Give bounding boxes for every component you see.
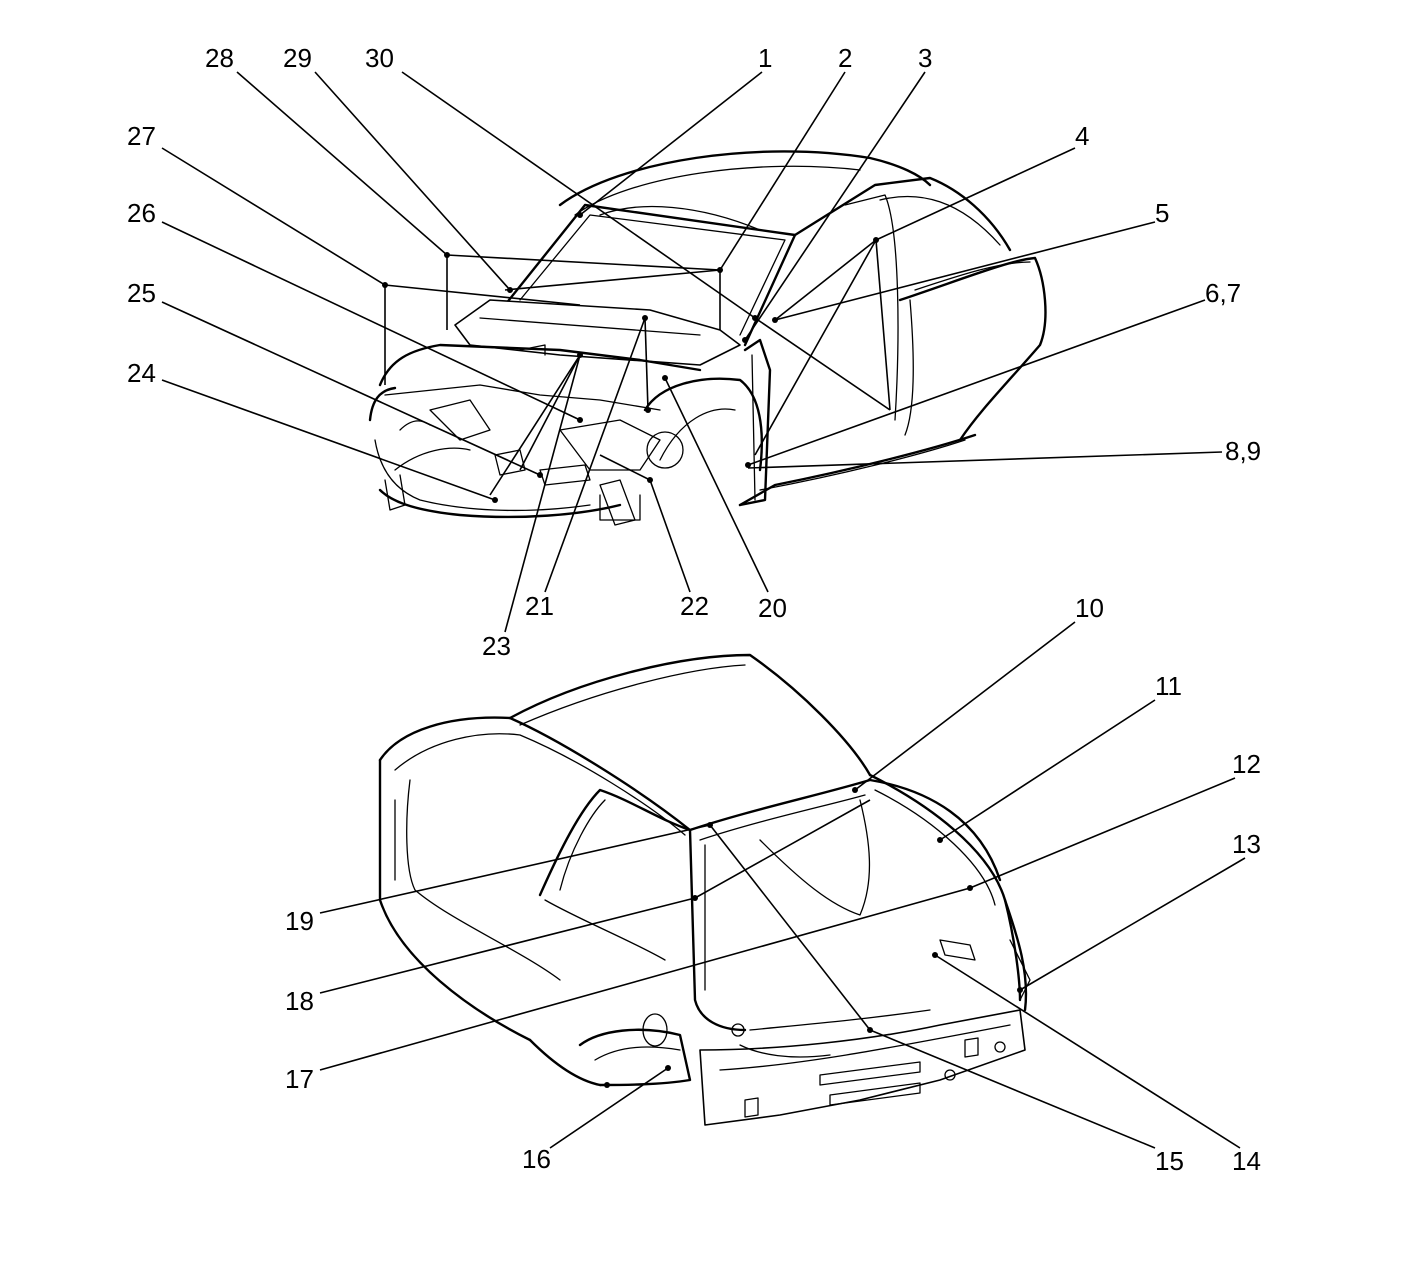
callout-18: 18 (285, 986, 314, 1016)
leader-30 (401, 71, 756, 319)
callout-22: 22 (680, 591, 709, 621)
leader-18 (319, 897, 696, 994)
leader-26 (161, 221, 581, 421)
leader-29 (314, 71, 511, 291)
leader-16 (549, 1067, 669, 1149)
leader-6-7 (747, 299, 1206, 466)
callout-29: 29 (283, 43, 312, 73)
callout-5: 5 (1155, 198, 1169, 228)
leader-25 (161, 301, 541, 476)
leader-14 (934, 954, 1241, 1149)
callout-17: 17 (285, 1064, 314, 1094)
leader-lines (161, 71, 1246, 1149)
leader-15 (869, 1029, 1156, 1149)
leader-22 (649, 479, 691, 593)
leader-24 (161, 379, 496, 501)
leader-28 (236, 71, 448, 256)
callout-26: 26 (127, 198, 156, 228)
leader-1 (579, 71, 763, 216)
callout-1: 1 (758, 43, 772, 73)
front-body-view (368, 150, 1047, 526)
callout-11: 11 (1155, 671, 1182, 701)
callout-4: 4 (1075, 121, 1089, 151)
leader-12 (969, 777, 1236, 889)
callout-24: 24 (127, 358, 156, 388)
callout-19: 19 (285, 906, 314, 936)
callout-23: 23 (482, 631, 511, 661)
leader-20 (664, 377, 769, 593)
callout-14: 14 (1232, 1146, 1261, 1176)
callout-8-9: 8,9 (1225, 436, 1261, 466)
callout-15: 15 (1155, 1146, 1184, 1176)
callout-2: 2 (838, 43, 852, 73)
callout-12: 12 (1232, 749, 1261, 779)
leader-21 (544, 317, 646, 593)
leader-19 (319, 824, 711, 914)
leader-8-9 (747, 451, 1223, 469)
leader-2 (719, 71, 846, 271)
leader-27 (161, 147, 386, 286)
leader-1-dot (577, 212, 583, 218)
callout-30: 30 (365, 43, 394, 73)
callout-20: 20 (758, 593, 787, 623)
leader-13 (1019, 857, 1246, 991)
callout-16: 16 (522, 1144, 551, 1174)
callout-6-7: 6,7 (1205, 278, 1241, 308)
callout-13: 13 (1232, 829, 1261, 859)
leader-11 (939, 699, 1156, 841)
callout-3: 3 (918, 43, 932, 73)
callout-21: 21 (525, 591, 554, 621)
leader-4 (875, 147, 1076, 241)
leader-10 (854, 621, 1076, 791)
leader-17 (319, 887, 971, 1071)
callout-labels: 1 2 3 4 5 6,7 8,9 28 29 30 27 26 25 24 2… (127, 43, 1261, 1176)
rear-body-view (378, 653, 1031, 1126)
leader-23 (504, 354, 581, 633)
leader-3 (744, 71, 926, 341)
callout-28: 28 (205, 43, 234, 73)
callout-10: 10 (1075, 593, 1104, 623)
callout-27: 27 (127, 121, 156, 151)
callout-25: 25 (127, 278, 156, 308)
leader-5 (774, 221, 1156, 321)
